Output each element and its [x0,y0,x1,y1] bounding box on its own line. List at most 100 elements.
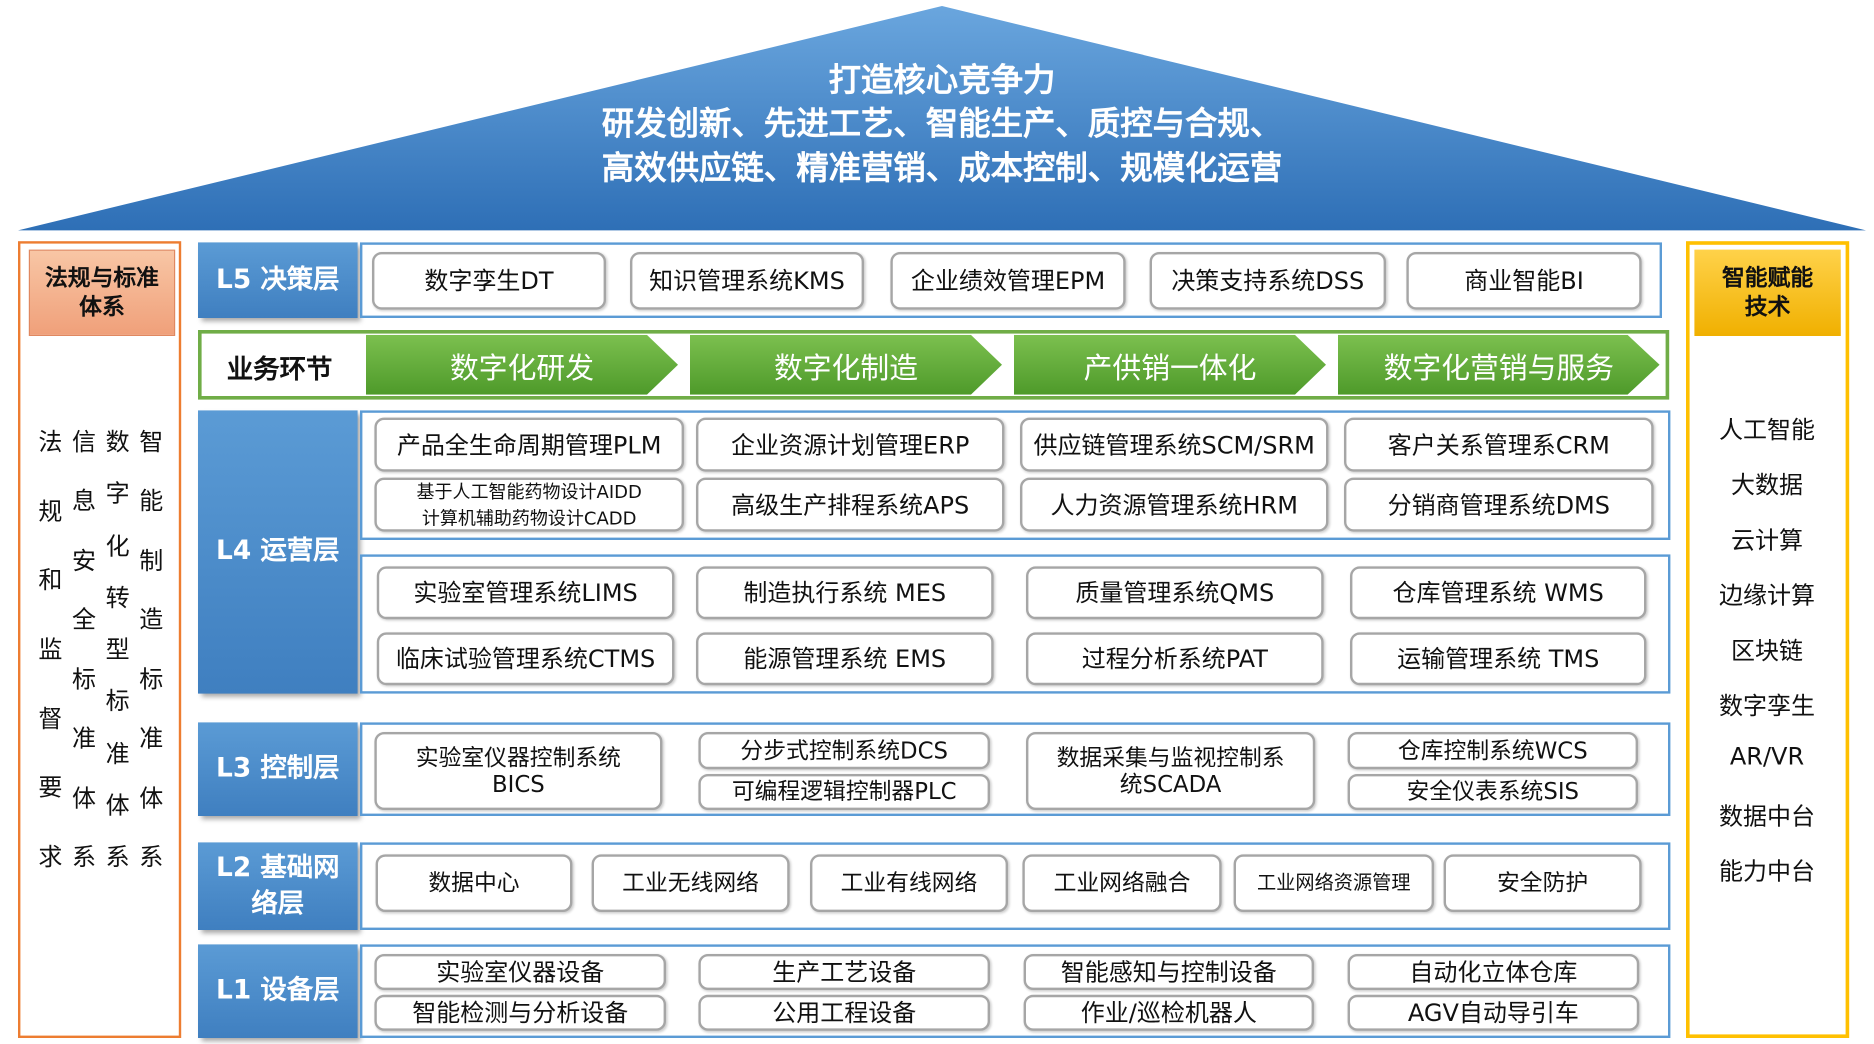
system-box-l4[interactable]: 能源管理系统 EMS [696,632,994,686]
system-box-l2[interactable]: 安全防护 [1443,854,1642,913]
standard-char: 智 [139,427,164,457]
business-stage-arrow: 产供销一体化 [1014,334,1326,395]
business-stage-arrow: 数字化研发 [366,334,678,395]
standard-char: 系 [105,842,130,872]
standard-char: 准 [105,738,130,768]
system-box-l1[interactable]: AGV自动导引车 [1347,994,1640,1031]
standard-char: 标 [139,664,164,694]
system-box-l3[interactable]: 安全仪表系统SIS [1347,774,1639,811]
business-stage-arrow: 数字化营销与服务 [1338,334,1660,395]
system-box-l5[interactable]: 企业绩效管理EPM [890,252,1126,310]
standard-char: 制 [139,545,164,575]
standard-char: 和 [38,565,63,595]
tech-item: 能力中台 [1719,856,1816,886]
system-box-l4[interactable]: 产品全生命周期管理PLM [374,417,684,472]
system-box-l4[interactable]: 供应链管理系统SCM/SRM [1020,417,1329,472]
standard-char: 型 [105,634,130,664]
tech-item: 边缘计算 [1719,580,1816,610]
roof-shape [18,6,1867,231]
regulation-panel-title: 法规与标准体系 [28,249,176,336]
system-box-l1[interactable]: 实验室仪器设备 [374,954,666,991]
system-box-l1[interactable]: 作业/巡检机器人 [1023,994,1314,1031]
system-box-l3[interactable]: 可编程逻辑控制器PLC [698,774,991,811]
system-box-l4[interactable]: 运输管理系统 TMS [1350,632,1647,686]
business-label: 业务环节 [226,355,333,386]
system-box-l3[interactable]: 分步式控制系统DCS [698,732,991,770]
system-box-l4[interactable]: 实验室管理系统LIMS [376,566,675,620]
standard-char: 规 [38,496,63,526]
regulation-panel [18,241,182,1038]
standard-char: 息 [72,486,96,516]
system-box-l2[interactable]: 工业网络资源管理 [1233,854,1434,913]
system-box-l5[interactable]: 知识管理系统KMS [630,252,865,310]
layer-label-l2: L2 基础网络层 [198,842,358,931]
layer-label-l5: L5 决策层 [198,242,358,318]
standard-char: 系 [139,842,164,872]
standard-char: 准 [139,723,164,753]
standard-char: 数 [105,427,130,457]
standard-char: 要 [38,773,63,802]
layer-label-l4: L4 运营层 [198,410,358,694]
system-box-l4[interactable]: 质量管理系统QMS [1026,566,1324,620]
system-box-l4[interactable]: 制造执行系统 MES [696,566,994,620]
standard-column: 信息安全标准体系 [72,422,96,872]
system-box-l4[interactable]: 高级生产排程系统APS [696,477,1005,532]
roof-line-2: 研发创新、先进工艺、智能生产、质控与合规、 [601,105,1283,143]
tech-panel-title: 智能赋能技术 [1694,249,1841,336]
system-box-l4[interactable]: 企业资源计划管理ERP [696,417,1005,472]
system-box-l1[interactable]: 生产工艺设备 [698,954,991,991]
tech-item: 区块链 [1731,636,1804,665]
system-box-l2[interactable]: 工业有线网络 [810,854,1009,913]
system-box-l2[interactable]: 工业网络融合 [1022,854,1222,913]
standard-column: 数字化转型标准体系 [106,422,130,872]
layer-label-l1: L1 设备层 [198,944,358,1038]
system-box-l2[interactable]: 数据中心 [375,854,573,913]
business-stage-arrow: 数字化制造 [690,334,1003,395]
standard-column: 智能制造标准体系 [139,422,163,872]
standard-char: 体 [105,790,130,820]
standard-char: 求 [38,842,63,872]
standard-char: 化 [105,531,130,560]
system-box-l1[interactable]: 智能感知与控制设备 [1023,954,1314,991]
standard-char: 准 [72,723,96,753]
standard-char: 体 [139,783,164,812]
standard-char: 体 [72,783,96,812]
standard-char: 督 [38,703,63,733]
standard-char: 标 [105,686,130,716]
tech-item: 云计算 [1731,525,1804,555]
standard-char: 全 [72,605,96,634]
system-box-l4[interactable]: 临床试验管理系统CTMS [376,632,675,686]
system-box-l1[interactable]: 公用工程设备 [698,994,991,1031]
layer-label-l3: L3 控制层 [198,722,358,817]
system-box-l4[interactable]: 分销商管理系统DMS [1344,477,1654,532]
standard-column: 法规和监督要求 [38,422,62,872]
system-box-l4[interactable]: 仓库管理系统 WMS [1350,566,1647,620]
standard-char: 字 [105,479,130,508]
standard-char: 能 [139,486,164,516]
system-box-l4[interactable]: 人力资源管理系统HRM [1020,477,1329,532]
standard-char: 转 [105,582,130,612]
tech-item: 大数据 [1731,470,1804,500]
system-box-l5[interactable]: 决策支持系统DSS [1149,252,1386,310]
tech-item: AR/VR [1729,741,1805,771]
system-box-l5[interactable]: 商业智能BI [1406,252,1642,310]
system-box-l5[interactable]: 数字孪生DT [372,252,606,310]
standard-char: 造 [139,605,164,634]
system-box-l3[interactable]: 仓库控制系统WCS [1347,732,1639,770]
roof-title: 打造核心竞争力 [828,62,1056,100]
tech-item: 人工智能 [1719,415,1816,445]
system-box-l3[interactable]: 数据采集与监视控制系 统SCADA [1026,732,1316,811]
system-box-l4[interactable]: 过程分析系统PAT [1026,632,1324,686]
standard-char: 信 [72,427,96,457]
tech-item: 数字孪生 [1719,691,1816,720]
system-box-l1[interactable]: 智能检测与分析设备 [374,994,666,1031]
standard-char: 标 [72,664,96,694]
system-box-l2[interactable]: 工业无线网络 [591,854,790,913]
roof-line-3: 高效供应链、精准营销、成本控制、规模化运营 [601,150,1283,188]
standard-char: 法 [38,427,63,457]
system-box-l3[interactable]: 实验室仪器控制系统 BICS [374,732,663,811]
system-box-l4[interactable]: 客户关系管理系CRM [1344,417,1654,472]
system-box-l4[interactable]: 基于人工智能药物设计AIDD 计算机辅助药物设计CADD [374,477,684,532]
system-box-l1[interactable]: 自动化立体仓库 [1347,954,1640,991]
